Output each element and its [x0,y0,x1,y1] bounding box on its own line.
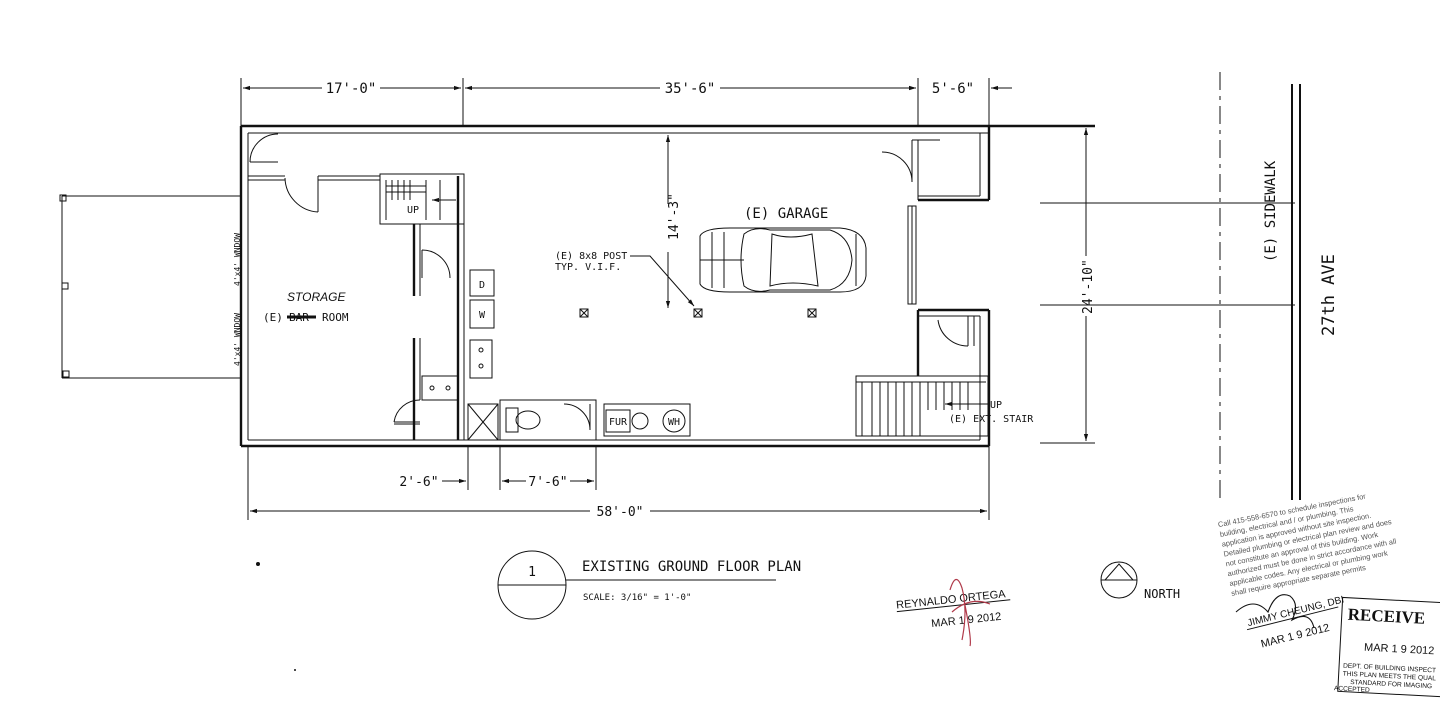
bottom-dimensions: 2'-6" 7'-6" 58'-0" [247,446,990,520]
title-block: 1 EXISTING GROUND FLOOR PLAN SCALE: 3/16… [256,550,801,671]
drawing-scale: SCALE: 3/16" = 1'-0" [583,593,691,603]
dim-bottom-a: 2'-6" [399,475,438,490]
dim-right: 24'-10" [1081,259,1096,314]
north-arrow-icon: NORTH [1100,561,1180,601]
received-note: STANDARD FOR IMAGING [1350,679,1432,690]
storage-room: UP STORAGE (E) BAR ROOM 4'x4' WNDOW 4'x4… [233,133,465,440]
sidewalk-label: (E) SIDEWALK [1263,160,1279,262]
top-dimensions: 17'-0" 35'-6" 5'-6" [240,78,1012,126]
site-context: 24'-10" (E) SIDEWALK 27th AVE [1040,72,1339,500]
post-label: (E) 8x8 POST [555,251,627,262]
water-heater-label: WH [668,417,680,428]
received-stamp: RECEIVE MAR 1 9 2012 DEPT. OF BUILDING I… [1334,596,1440,698]
received-date: MAR 1 9 2012 [1364,642,1435,658]
received-title: RECEIVE [1347,605,1425,628]
dim-interior: 14'-3" [667,193,682,240]
reviewer-2-name: JIMMY CHEUNG, DBI [1246,594,1345,629]
inspection-notice: Call 415-558-6570 to schedule inspection… [1217,491,1397,597]
dim-top-left: 17'-0" [326,81,377,97]
reviewer-1-name: REYNALDO ORTEGA [896,588,1007,611]
post-note: TYP. V.I.F. [555,262,621,273]
drawing-number: 1 [528,565,536,580]
ext-stair-label: (E) EXT. STAIR [949,414,1034,425]
storage-handwritten: STORAGE [287,290,346,304]
up-label-interior: UP [407,205,419,216]
garage: (E) GARAGE 14'-3" (E) 8x8 POST TYP. V.I.… [555,135,975,347]
drawing-title: EXISTING GROUND FLOOR PLAN [582,559,801,575]
north-label: NORTH [1144,587,1180,601]
dim-overall: 58'-0" [597,505,644,520]
dim-top-mid: 35'-6" [665,81,716,97]
storage-prefix: (E) [263,311,283,324]
signature-1 [949,578,991,647]
reviewer-stamp-2: JIMMY CHEUNG, DBI MAR 1 9 2012 [1246,594,1345,651]
street-label: 27th AVE [1319,254,1339,336]
window-label-1: 4'x4' WNDOW [233,233,242,286]
up-label-exterior: UP [990,400,1002,411]
utilities: D W FUR WH [467,269,691,441]
dim-top-right: 5'-6" [932,81,974,97]
received-note: DEPT. OF BUILDING INSPECT [1343,663,1436,675]
exterior-stair: UP (E) EXT. STAIR [855,375,1034,437]
received-note: ACCEPTED [1334,685,1370,694]
rear-deck [59,194,241,379]
window-label-2: 4'x4' WNDOW [233,313,242,366]
car-icon [699,227,867,293]
dryer-label: D [479,280,485,291]
garage-label: (E) GARAGE [744,206,828,222]
outer-walls [239,124,1095,448]
storage-room-label: ROOM [322,311,349,324]
received-note: THIS PLAN MEETS THE QUAL [1342,671,1436,683]
furnace-label: FUR [609,417,628,428]
dim-bottom-b: 7'-6" [528,475,567,490]
washer-label: W [479,310,486,321]
reviewer-2-date: MAR 1 9 2012 [1260,622,1331,651]
signature-2 [1235,594,1315,629]
